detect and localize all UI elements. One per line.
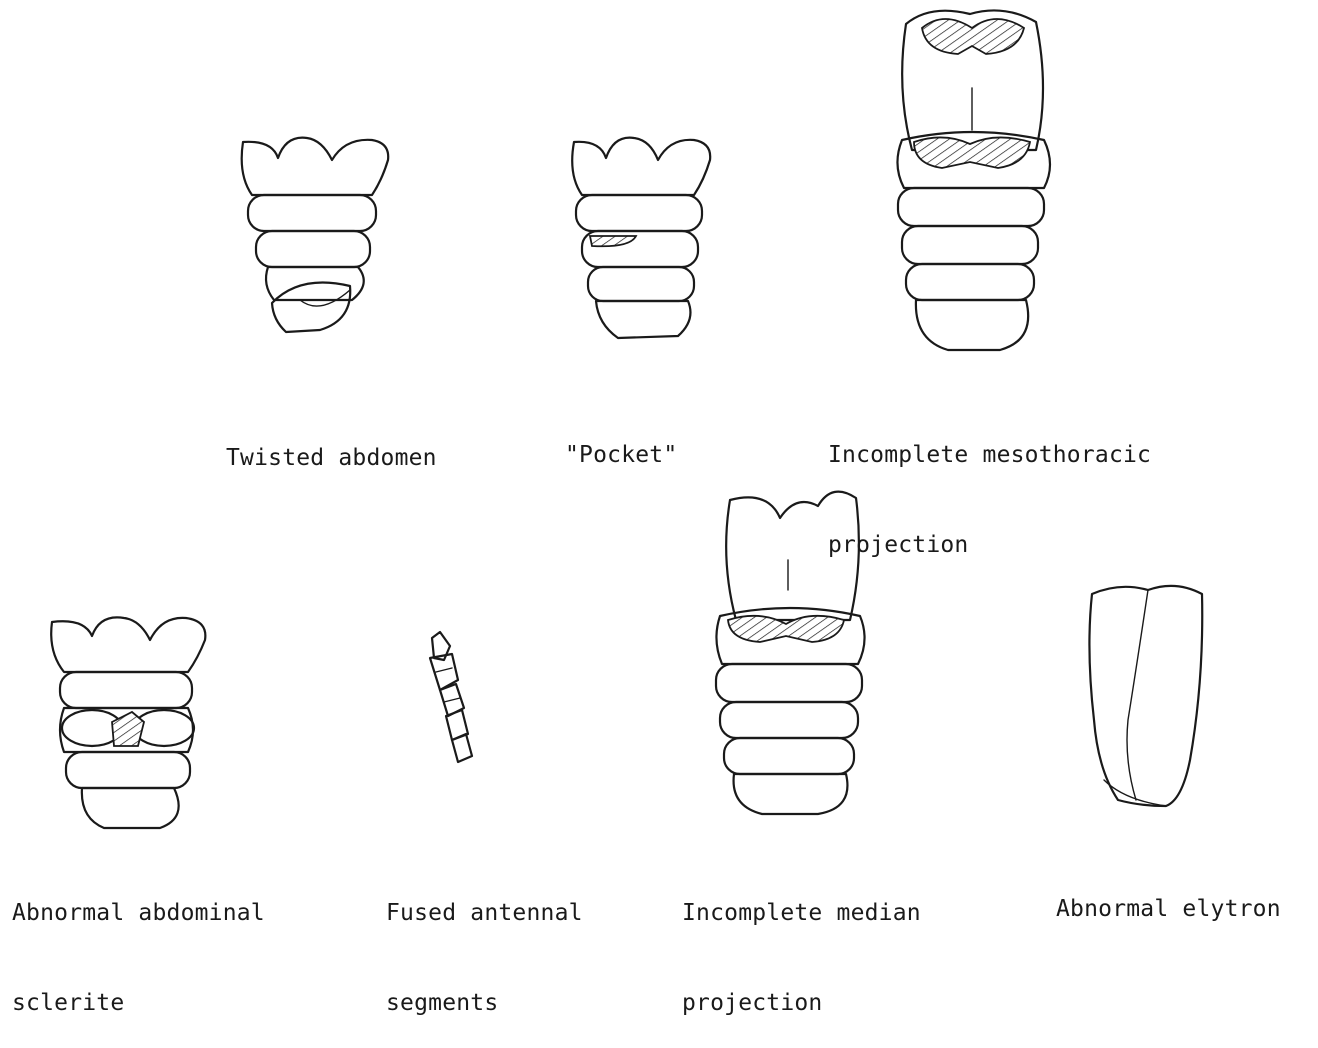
- caption-incomplete-mesothoracic-projection: Incomplete mesothoracic projection: [828, 380, 1151, 590]
- caption-line: Twisted abdomen: [226, 443, 437, 473]
- caption-incomplete-median-projection: Incomplete median projection: [682, 838, 921, 1048]
- abnormal-abdominal-sclerite-drawing: [51, 617, 205, 828]
- caption-pocket: "Pocket": [565, 380, 677, 500]
- twisted-abdomen-drawing: [242, 138, 389, 332]
- caption-abnormal-abdominal-sclerite: Abnormal abdominal sclerite: [12, 838, 265, 1048]
- caption-abnormal-elytron: Abnormal elytron: [1056, 834, 1281, 954]
- caption-line: Fused antennal: [386, 898, 583, 928]
- caption-line: "Pocket": [565, 440, 677, 470]
- caption-line: sclerite: [12, 988, 265, 1018]
- incomplete-mesothoracic-projection-drawing: [897, 10, 1050, 350]
- caption-line: Incomplete mesothoracic: [828, 440, 1151, 470]
- caption-line: Abnormal elytron: [1056, 894, 1281, 924]
- caption-line: Abnormal abdominal: [12, 898, 265, 928]
- caption-fused-antennal-segments: Fused antennal segments: [386, 838, 583, 1048]
- caption-line: projection: [828, 530, 1151, 560]
- abnormal-elytron-drawing: [1089, 586, 1202, 806]
- caption-line: projection: [682, 988, 921, 1018]
- fused-antennal-segments-drawing: [430, 632, 472, 762]
- pocket-drawing: [572, 138, 710, 338]
- caption-twisted-abdomen: Twisted abdomen: [226, 383, 437, 503]
- caption-line: segments: [386, 988, 583, 1018]
- caption-line: Incomplete median: [682, 898, 921, 928]
